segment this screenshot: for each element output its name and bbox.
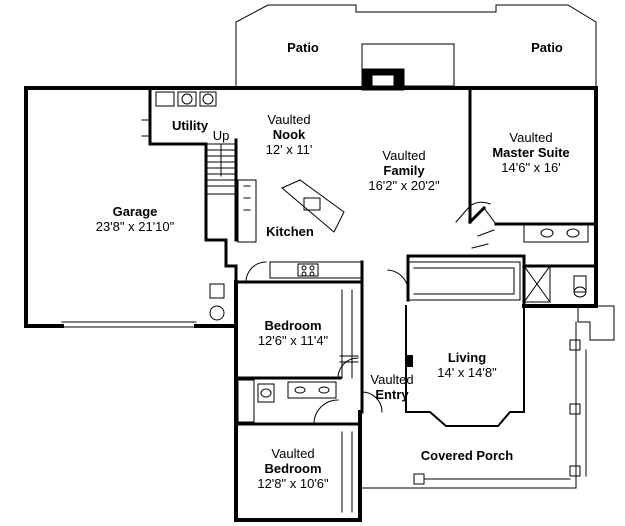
- room-prefix: Vaulted: [271, 446, 315, 461]
- label-utility: Utility: [162, 118, 218, 133]
- kitchen-counters: [237, 179, 363, 283]
- room-name: Garage: [112, 204, 158, 219]
- room-name: Entry: [375, 387, 409, 402]
- room-prefix: Vaulted: [370, 372, 414, 387]
- entry-door: [361, 391, 383, 413]
- room-name: Master Suite: [492, 145, 570, 160]
- room-dims: 23'8" x 21'10": [95, 219, 175, 234]
- room-prefix: Vaulted: [509, 130, 553, 145]
- closets: [339, 289, 359, 513]
- label-family: Vaulted Family 16'2" x 20'2": [354, 148, 454, 193]
- kitchen-island: [281, 179, 345, 233]
- room-name: Bedroom: [264, 318, 322, 333]
- room-name: Bedroom: [264, 461, 322, 476]
- stair-label: Up: [212, 128, 230, 143]
- room-name: Covered Porch: [420, 448, 514, 463]
- room-name: Family: [383, 163, 425, 178]
- hall-bath: [237, 357, 359, 425]
- room-name: Kitchen: [266, 224, 314, 239]
- fireplace: [361, 68, 405, 91]
- label-living: Living 14' x 14'8": [422, 350, 512, 380]
- room-name: Patio: [287, 40, 319, 55]
- label-bedroom-1: Bedroom 12'6" x 11'4": [248, 318, 338, 348]
- room-name: Patio: [531, 40, 563, 55]
- room-dims: 14'6" x 16': [501, 160, 561, 175]
- room-name: Living: [447, 350, 487, 365]
- room-dims: 12' x 11': [265, 142, 313, 157]
- label-entry: Vaulted Entry: [362, 372, 422, 402]
- room-prefix: Vaulted: [267, 112, 311, 127]
- master-bath: [387, 223, 589, 303]
- covered-porch: [359, 305, 615, 489]
- room-name: Utility: [171, 118, 209, 133]
- label-garage: Garage 23'8" x 21'10": [80, 204, 190, 234]
- garage-equipment: [209, 283, 225, 321]
- garage-door: [61, 321, 197, 328]
- room-dims: 12'6" x 11'4": [257, 333, 329, 348]
- label-patio-left: Patio: [268, 40, 338, 55]
- room-dims: 16'2" x 20'2": [368, 178, 440, 193]
- utility-fixtures: [141, 91, 217, 137]
- family-doors: [455, 201, 497, 249]
- label-up: Up: [206, 128, 236, 143]
- room-prefix: Vaulted: [382, 148, 426, 163]
- label-kitchen: Kitchen: [256, 224, 324, 239]
- room-name: Nook: [272, 127, 306, 142]
- living-bay: [405, 305, 525, 427]
- label-patio-right: Patio: [512, 40, 582, 55]
- room-dims: 14' x 14'8": [437, 365, 497, 380]
- label-nook: Vaulted Nook 12' x 11': [244, 112, 334, 157]
- label-covered-porch: Covered Porch: [412, 448, 522, 463]
- room-dims: 12'8" x 10'6": [257, 476, 329, 491]
- label-master-suite: Vaulted Master Suite 14'6" x 16': [478, 130, 584, 175]
- stairs: [205, 143, 237, 195]
- label-bedroom-2: Vaulted Bedroom 12'8" x 10'6": [248, 446, 338, 491]
